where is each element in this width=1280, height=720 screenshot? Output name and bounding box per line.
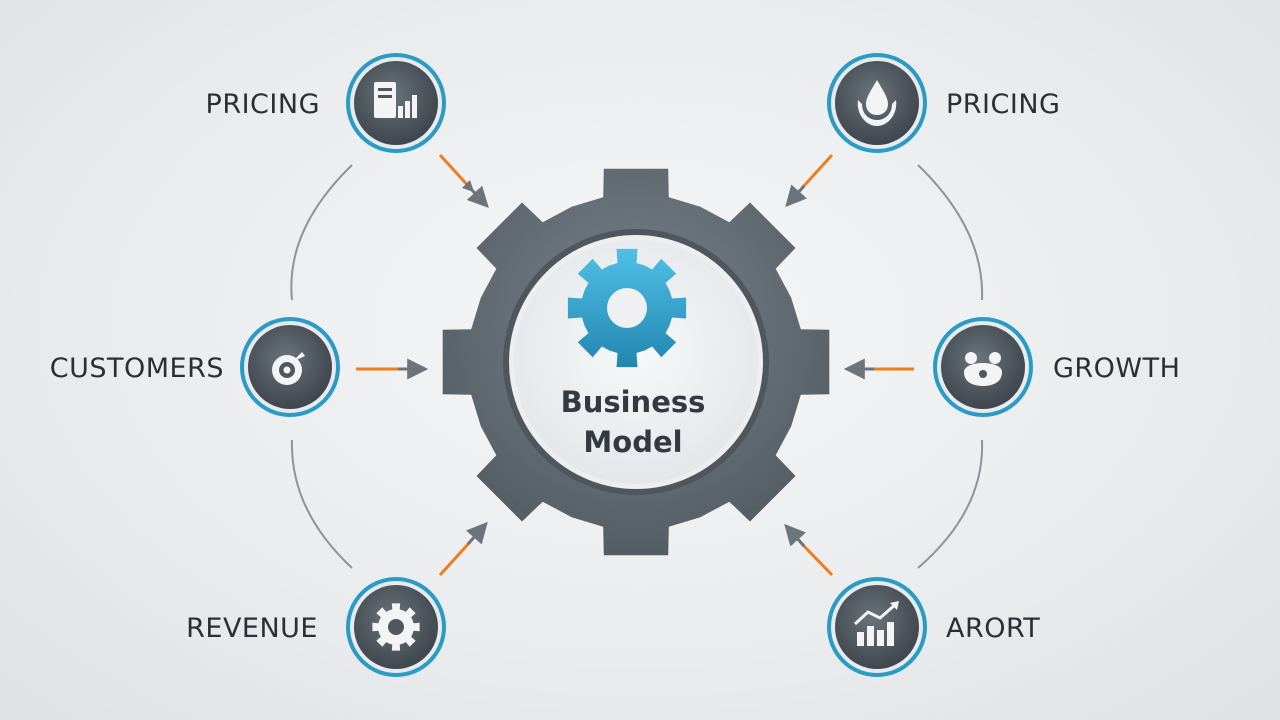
arc-right-upper — [917, 164, 984, 301]
node-label-bottom-right: ARORT — [946, 613, 1040, 644]
node-label-bottom-left: REVENUE — [186, 613, 318, 644]
center-label-line1: Business — [561, 385, 706, 419]
arrow-top-left — [438, 153, 489, 209]
arc-left-lower — [290, 439, 353, 569]
blueGearIcon-hole — [607, 288, 647, 328]
node-bottom-right[interactable]: ARORT — [827, 577, 1040, 677]
smallCog-hole — [388, 619, 404, 635]
droplet-icon — [857, 80, 897, 126]
cog-icon — [372, 603, 420, 651]
node-label-top-left: PRICING — [206, 89, 320, 120]
node-label-mid-left: CUSTOMERS — [50, 353, 224, 384]
arrow-top-right — [785, 153, 834, 208]
bear-icon — [964, 352, 1002, 386]
arc-right-lower — [917, 439, 984, 569]
arc-left-upper — [290, 164, 353, 301]
arrow-bottom-left — [438, 521, 488, 577]
price-chart-icon — [374, 82, 417, 118]
node-mid-right[interactable]: GROWTH — [933, 317, 1180, 417]
connector-arcs — [290, 164, 984, 569]
center-label-line2: Model — [583, 425, 682, 459]
node-label-top-right: PRICING — [946, 89, 1060, 120]
gear-icon — [567, 248, 687, 368]
arrows — [356, 153, 914, 577]
node-top-left[interactable]: PRICING — [206, 53, 446, 153]
target-icon — [272, 352, 305, 385]
growth-chart-icon — [853, 601, 899, 646]
node-label-mid-right: GROWTH — [1053, 353, 1180, 384]
node-bottom-left[interactable]: REVENUE — [186, 577, 446, 677]
node-top-right[interactable]: PRICING — [827, 53, 1060, 153]
node-mid-left[interactable]: CUSTOMERS — [50, 317, 340, 417]
arrow-bottom-right — [784, 523, 834, 577]
